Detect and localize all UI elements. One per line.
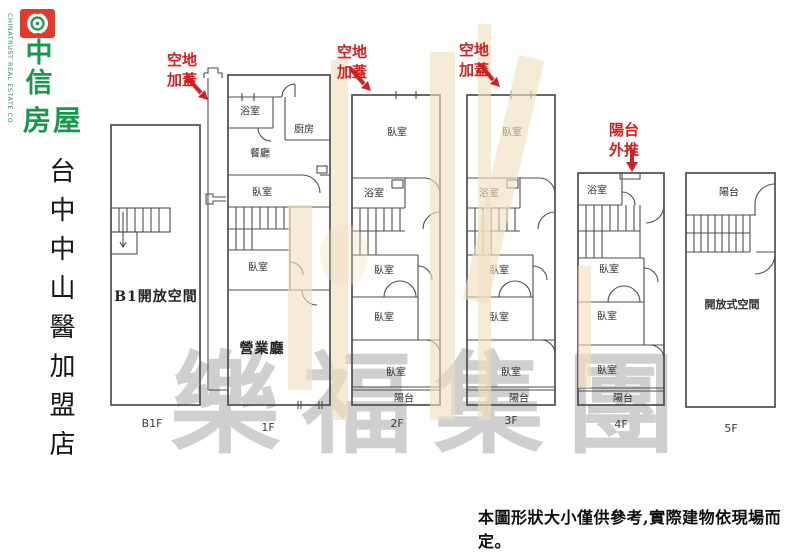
store-title: 台中中山醫加盟店 [45,157,75,469]
room-label: 廚房 [294,124,314,136]
disclaimer-text: 本圖形狀大小僅供參考,實際建物依現場而定。 [478,508,782,551]
f2-plan-linework [351,91,441,406]
brand-char-zhong: 中 信 [21,39,57,99]
room-label: 陽台 [719,187,739,199]
room-label: 浴室 [587,185,607,197]
annotation-vacant-add-1: 空地 加蓋 [158,50,206,90]
room-label: 臥室 [248,262,268,274]
room-label: 臥室 [599,264,619,276]
brand-flower-icon [20,9,55,42]
room-label: 浴室 [364,188,384,200]
floor-label-b1f: B1F [141,417,163,430]
annotation-line: 加蓋 [166,71,197,89]
room-label: 臥室 [597,365,617,377]
room-label: 浴室 [240,106,260,118]
floor-label-3f: 3F [504,414,518,427]
room-label: 開放式空間 [704,298,760,311]
room-label: 臥室 [252,187,272,199]
floor-label-4f: 4F [614,418,628,431]
red-arrow-icon [626,150,638,172]
room-label: 陽台 [394,393,414,405]
brand-english-text: CHINATRUST REAL ESTATE CO. [6,13,14,126]
room-label: 臥室 [501,367,521,379]
room-label: 臥室 [387,127,407,139]
room-label: 餐廳 [250,148,270,160]
room-label: 臥室 [489,312,509,324]
f5-plan-linework [685,172,776,408]
room-label: 臥室 [374,265,394,277]
floor-label-1f: 1F [261,421,275,434]
brand-chars-fangwu: 房屋 [22,104,83,137]
room-label: 臥室 [597,311,617,323]
b1f-plan-linework [110,124,226,406]
red-arrow-icon [478,62,500,87]
annotation-line: 陽台 [608,121,639,139]
room-label: B1開放空間 [114,289,198,305]
room-label: 臥室 [386,367,406,379]
red-arrow-icon [348,66,371,91]
floor-label-5f: 5F [724,422,738,435]
floor-label-2f: 2F [390,417,404,430]
room-label: 陽台 [613,393,633,405]
annotation-line: 空地 [336,43,367,61]
brand-char: 中 [25,38,53,69]
red-arrow-icon [184,74,208,100]
room-label: 陽台 [509,393,529,405]
annotation-line: 空地 [166,51,197,69]
brand-char: 信 [25,68,53,99]
room-label: 臥室 [374,312,394,324]
room-label: 營業廳 [239,341,285,357]
f1-plan-linework [203,67,331,409]
